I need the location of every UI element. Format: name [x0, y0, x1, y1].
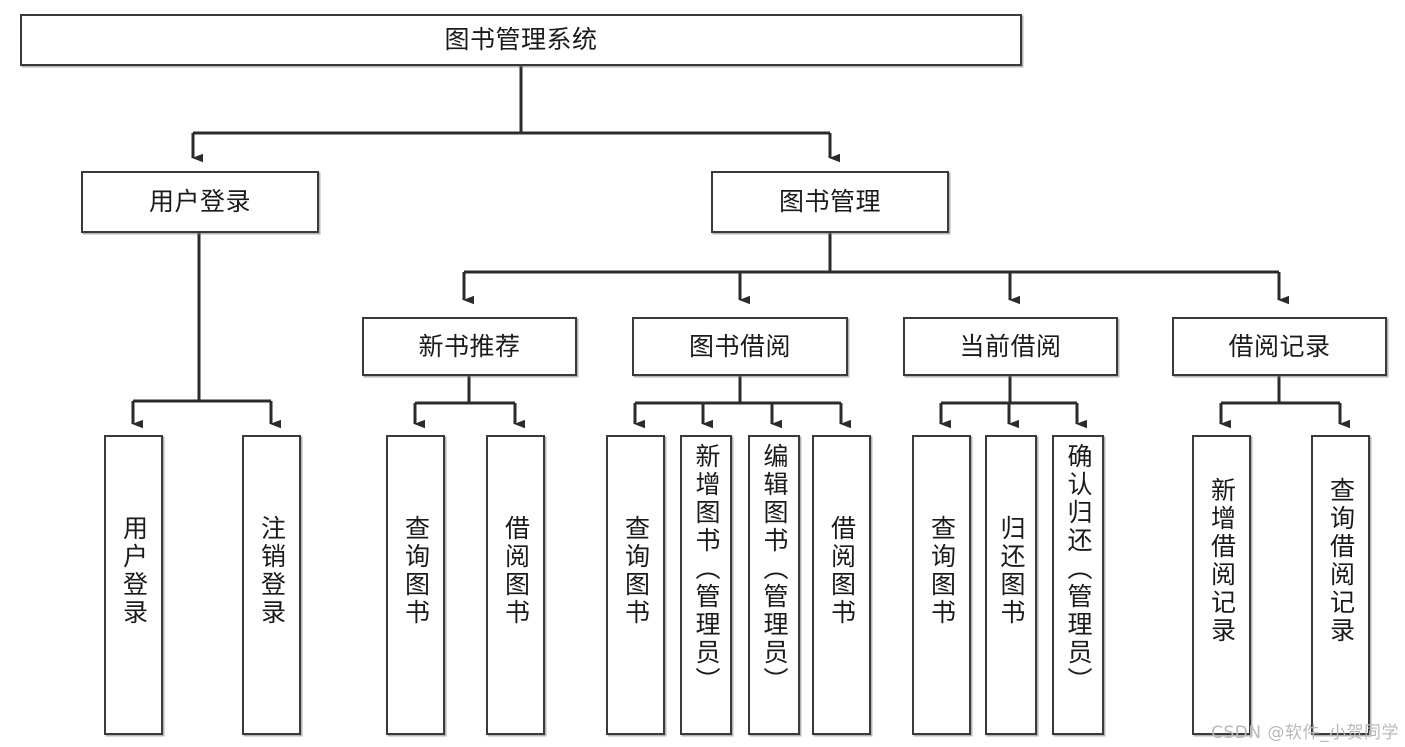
- node-borrowing-record[interactable]: 借阅记录: [1172, 317, 1387, 376]
- csdn-watermark: CSDN @软件_小贺同学: [1211, 723, 1399, 743]
- node-book-management[interactable]: 图书管理: [711, 171, 949, 233]
- node-label: 当前借阅: [959, 331, 1062, 361]
- leaf-add-book-admin[interactable]: 新增图书（管理员）: [680, 435, 732, 735]
- node-label: 查询图书: [401, 515, 431, 627]
- node-label: 新增图书（管理员）: [692, 443, 721, 695]
- node-label: 用户登录: [119, 515, 149, 627]
- node-label: 查询图书: [621, 515, 651, 627]
- node-label: 图书管理: [778, 187, 881, 216]
- node-label: 借阅记录: [1228, 331, 1331, 361]
- leaf-logout[interactable]: 注销登录: [242, 435, 301, 735]
- node-label: 确认归还（管理员）: [1064, 443, 1093, 695]
- leaf-add-borrow-record[interactable]: 新增借阅记录: [1192, 435, 1251, 735]
- node-book-borrowing[interactable]: 图书借阅: [632, 317, 848, 376]
- leaf-user-login[interactable]: 用户登录: [104, 435, 163, 735]
- node-label: 图书管理系统: [444, 25, 598, 54]
- leaf-query-book-recommendation[interactable]: 查询图书: [386, 435, 445, 735]
- node-label: 查询借阅记录: [1326, 477, 1356, 645]
- node-label: 图书借阅: [688, 331, 791, 361]
- node-label: 注销登录: [257, 515, 287, 627]
- leaf-borrow-book-borrowing[interactable]: 借阅图书: [812, 435, 871, 735]
- node-new-book-recommendation[interactable]: 新书推荐: [362, 317, 577, 376]
- node-label: 归还图书: [997, 515, 1026, 627]
- node-user-login[interactable]: 用户登录: [81, 171, 319, 233]
- leaf-edit-book-admin[interactable]: 编辑图书（管理员）: [748, 435, 800, 735]
- leaf-query-borrow-record[interactable]: 查询借阅记录: [1311, 435, 1370, 735]
- node-label: 新增借阅记录: [1207, 477, 1237, 645]
- node-root-book-management-system[interactable]: 图书管理系统: [20, 14, 1022, 66]
- node-current-borrowing[interactable]: 当前借阅: [903, 317, 1118, 376]
- node-label: 借阅图书: [501, 515, 531, 627]
- node-label: 新书推荐: [418, 331, 521, 361]
- node-label: 借阅图书: [827, 515, 857, 627]
- leaf-borrow-book-recommendation[interactable]: 借阅图书: [486, 435, 545, 735]
- leaf-query-book-current[interactable]: 查询图书: [912, 435, 971, 735]
- leaf-confirm-return-admin[interactable]: 确认归还（管理员）: [1052, 435, 1104, 735]
- leaf-query-book-borrowing[interactable]: 查询图书: [606, 435, 665, 735]
- node-label: 用户登录: [148, 187, 251, 216]
- leaf-return-book[interactable]: 归还图书: [985, 435, 1037, 735]
- node-label: 查询图书: [927, 515, 957, 627]
- node-label: 编辑图书（管理员）: [760, 443, 789, 695]
